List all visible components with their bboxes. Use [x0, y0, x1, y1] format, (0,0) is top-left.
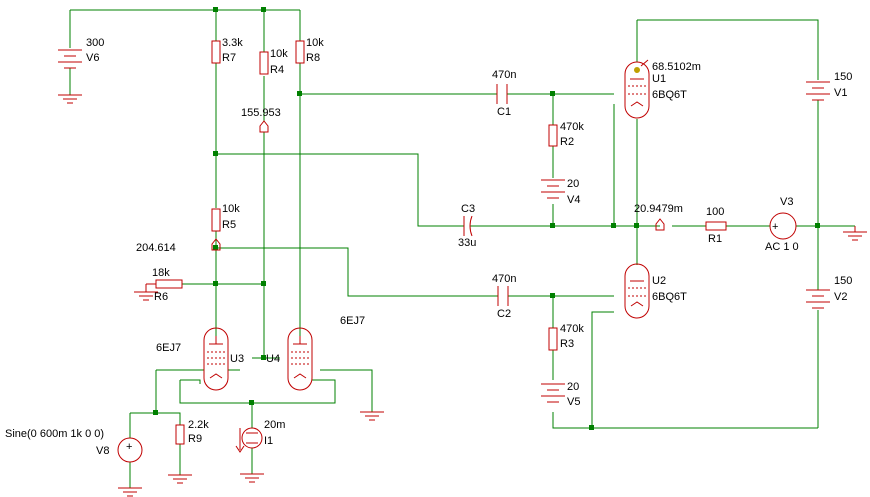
c1-capacitor: 470n C1	[492, 69, 516, 118]
u2-label: U2	[652, 275, 666, 287]
r6-value: 18k	[152, 267, 170, 279]
r4-resistor: 10k R4	[259, 48, 288, 76]
u2-type: 6BQ6T	[652, 291, 687, 303]
r8-value: 10k	[306, 37, 324, 49]
v8-value: Sine(0 600m 1k 0 0)	[5, 428, 104, 440]
r1-resistor: 100 R1	[705, 206, 727, 245]
v4-value: 20	[567, 178, 579, 190]
v6-label: V6	[86, 52, 99, 64]
svg-text:+: +	[772, 221, 778, 233]
r2-resistor: 470k R2	[548, 121, 584, 148]
r1-label: R1	[708, 233, 722, 245]
c1-label: C1	[497, 106, 511, 118]
r7-label: R7	[222, 52, 236, 64]
r3-value: 470k	[560, 323, 584, 335]
voltage-probe-1: 155.953	[241, 107, 281, 133]
junctions	[153, 7, 820, 430]
i1-current-source: 20m I1	[235, 419, 285, 483]
c2-capacitor: 470n C2	[492, 273, 516, 320]
u4-label: U4	[266, 353, 280, 365]
r6-label: R6	[154, 291, 168, 303]
u3-label: U3	[230, 353, 244, 365]
probe-4-value: 20.9479m	[634, 203, 683, 215]
v3-label: V3	[780, 196, 793, 208]
r7-value: 3.3k	[222, 37, 243, 49]
r6-resistor: 18k R6	[134, 267, 183, 303]
u1-label: U1	[652, 73, 666, 85]
r3-resistor: 470k R3	[548, 323, 584, 351]
c2-value: 470n	[492, 273, 516, 285]
r5-label: R5	[222, 219, 236, 231]
r3-label: R3	[560, 338, 574, 350]
voltage-probe-4: 20.9479m	[634, 203, 683, 231]
c3-capacitor: C3 33u	[458, 203, 476, 249]
u3-pentode-tube: 6EJ7 U3	[156, 327, 244, 391]
probe-1-value: 155.953	[241, 107, 281, 119]
ground-symbol	[58, 94, 82, 104]
v5-dc-source: 20 V5	[541, 381, 580, 408]
r5-value: 10k	[222, 203, 240, 215]
v4-dc-source: 20 V4	[541, 178, 580, 206]
u3-type: 6EJ7	[156, 342, 181, 354]
v3-ac-source: + V3 AC 1 0	[765, 196, 799, 253]
r4-label: R4	[270, 64, 284, 76]
v8-label: V8	[96, 445, 109, 457]
ground-symbol-v3	[843, 226, 867, 241]
c1-value: 470n	[492, 69, 516, 81]
v2-dc-source: 150 V2	[806, 275, 852, 309]
u1-type: 6BQ6T	[652, 89, 687, 101]
r1-value: 100	[706, 206, 724, 218]
r9-value: 2.2k	[188, 419, 209, 431]
v6-dc-source: 300 V6	[58, 37, 104, 69]
c2-label: C2	[497, 308, 511, 320]
u4-type: 6EJ7	[340, 315, 365, 327]
u4-pentode-tube: 6EJ7 U4	[266, 315, 365, 391]
svg-text:+: +	[126, 441, 132, 453]
r9-resistor: 2.2k R9	[168, 419, 209, 484]
voltage-probe-2: 204.614	[136, 238, 221, 254]
u1-beam-tetrode-tube: 68.5102m U1 6BQ6T	[624, 59, 701, 119]
r2-value: 470k	[560, 121, 584, 133]
r8-label: R8	[306, 52, 320, 64]
v8-sine-source: + Sine(0 600m 1k 0 0) V8	[5, 428, 143, 497]
u2-beam-tetrode-tube: U2 6BQ6T	[624, 263, 687, 319]
probe-3-value: 68.5102m	[652, 61, 701, 73]
v5-label: V5	[567, 396, 580, 408]
v1-label: V1	[834, 87, 847, 99]
c3-value: 33u	[458, 237, 476, 249]
c3-label: C3	[461, 203, 475, 215]
r5-resistor: 10k R5	[211, 203, 240, 232]
r9-label: R9	[188, 433, 202, 445]
ground-symbol-u4	[360, 411, 384, 421]
v2-value: 150	[834, 275, 852, 287]
v1-value: 150	[834, 71, 852, 83]
probe-2-value: 204.614	[136, 242, 176, 254]
r8-resistor: 10k R8	[295, 37, 324, 64]
v5-value: 20	[567, 381, 579, 393]
v3-value: AC 1 0	[765, 241, 799, 253]
v1-dc-source: 150 V1	[806, 71, 852, 101]
r7-resistor: 3.3k R7	[211, 37, 243, 64]
v6-value: 300	[86, 37, 104, 49]
i1-value: 20m	[264, 419, 285, 431]
r4-value: 10k	[270, 48, 288, 60]
v2-label: V2	[834, 291, 847, 303]
r2-label: R2	[560, 136, 574, 148]
v4-label: V4	[567, 194, 580, 206]
i1-label: I1	[264, 435, 273, 447]
wires	[69, 9, 855, 488]
